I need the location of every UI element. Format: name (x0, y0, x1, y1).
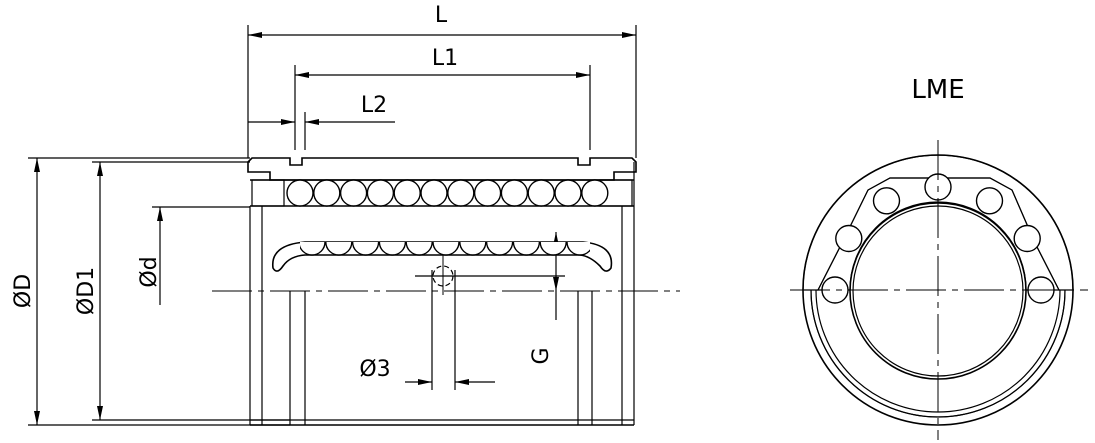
return-ball (512, 242, 541, 256)
label-bore-d: Ød (137, 256, 162, 287)
ball (554, 179, 582, 207)
label-L1: L1 (432, 46, 458, 71)
return-ball (539, 242, 567, 256)
return-ball (459, 242, 487, 256)
inner-body (249, 162, 635, 426)
side-view: L L1 L2 ØD ØD1 Ød Ø3 G (11, 3, 680, 426)
label-L2: L2 (361, 93, 387, 118)
label-OD1: ØD1 (74, 267, 99, 315)
ball (975, 187, 1004, 215)
ball (420, 179, 448, 207)
label-G: G (529, 347, 554, 364)
dimension-lines (34, 32, 636, 425)
ball-row-return (300, 242, 590, 256)
end-view-title: LME (911, 75, 964, 105)
ball (1013, 224, 1041, 253)
outer-sleeve-section (247, 157, 637, 181)
end-view: LME (790, 75, 1088, 440)
ball (339, 179, 368, 207)
ball-row-top (286, 179, 609, 207)
ball (393, 179, 421, 207)
label-OD: ØD (11, 274, 36, 308)
return-ball (405, 242, 433, 256)
label-hole-3: Ø3 (359, 357, 390, 382)
ball (286, 179, 314, 207)
return-ball (432, 242, 460, 256)
return-ball (325, 242, 353, 256)
ball (872, 187, 901, 215)
retainer-left (251, 179, 285, 207)
ball (581, 179, 609, 207)
label-L: L (435, 3, 448, 28)
ball (500, 179, 529, 207)
return-ball (351, 242, 380, 256)
ball (313, 179, 341, 207)
ball (366, 179, 395, 207)
ball (527, 179, 555, 207)
ball (473, 179, 502, 207)
return-ball (485, 242, 514, 256)
ball (447, 179, 475, 207)
end-view-balls (821, 173, 1055, 304)
return-ball (378, 242, 407, 256)
ball (835, 224, 863, 253)
return-ball (566, 242, 590, 256)
lubrication-hole (432, 265, 454, 287)
return-ball (300, 242, 326, 256)
